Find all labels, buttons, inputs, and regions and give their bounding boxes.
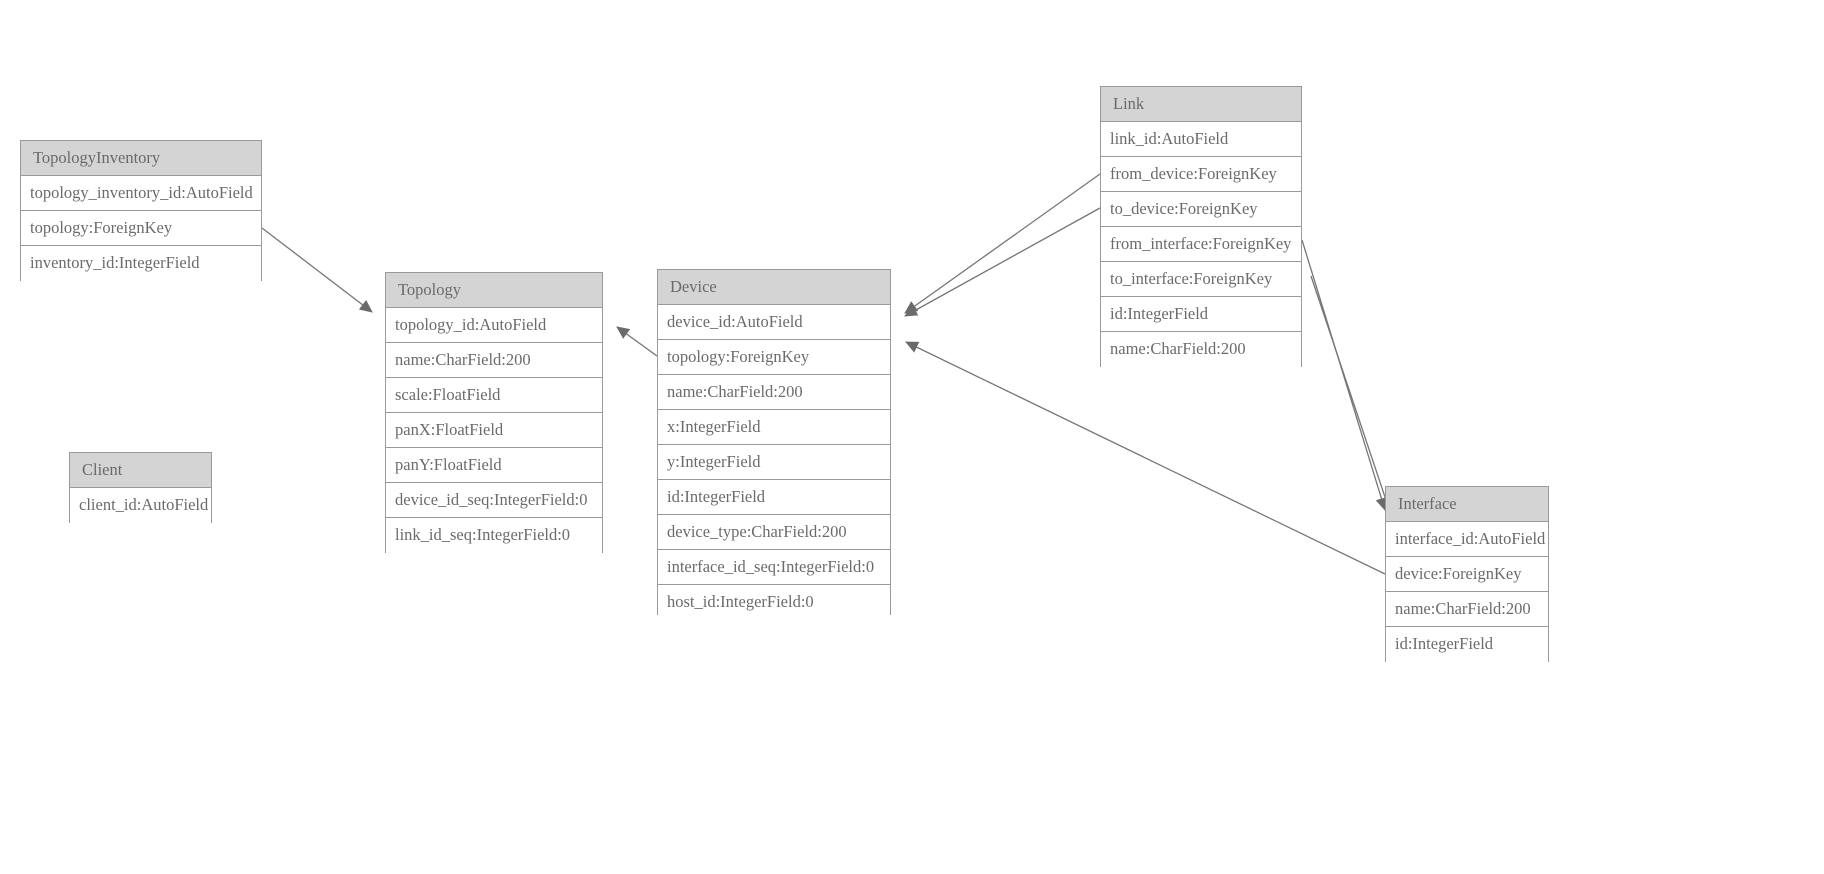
entity-title-topology-inventory: TopologyInventory (21, 141, 261, 176)
entity-field: device_id:AutoField (658, 305, 890, 340)
entity-field: id:IntegerField (658, 480, 890, 515)
entity-field: y:IntegerField (658, 445, 890, 480)
entity-field: topology:ForeignKey (658, 340, 890, 375)
entity-field: topology_id:AutoField (386, 308, 602, 343)
entity-field: scale:FloatField (386, 378, 602, 413)
entity-title-device: Device (658, 270, 890, 305)
entity-field: link_id:AutoField (1101, 122, 1301, 157)
entity-field: id:IntegerField (1386, 627, 1548, 662)
entity-field: interface_id_seq:IntegerField:0 (658, 550, 890, 585)
edge-link-to-device (904, 207, 1101, 317)
entity-title-interface: Interface (1386, 487, 1548, 522)
entity-field: link_id_seq:IntegerField:0 (386, 518, 602, 553)
entity-field: name:CharField:200 (1101, 332, 1301, 367)
edge-link-from-interface (1301, 239, 1388, 511)
edge-link-from-device (904, 173, 1101, 314)
entity-field: x:IntegerField (658, 410, 890, 445)
entity-field: name:CharField:200 (1386, 592, 1548, 627)
entity-field: name:CharField:200 (386, 343, 602, 378)
entity-field: id:IntegerField (1101, 297, 1301, 332)
entity-field: device:ForeignKey (1386, 557, 1548, 592)
entity-title-link: Link (1101, 87, 1301, 122)
entity-field: from_interface:ForeignKey (1101, 227, 1301, 262)
entity-field: device_type:CharField:200 (658, 515, 890, 550)
entity-field: client_id:AutoField (70, 488, 211, 523)
entity-field: to_interface:ForeignKey (1101, 262, 1301, 297)
entity-field: topology:ForeignKey (21, 211, 261, 246)
edge-topologyinventory-topology (261, 227, 373, 313)
entity-field: panY:FloatField (386, 448, 602, 483)
entity-field: name:CharField:200 (658, 375, 890, 410)
entity-field: host_id:IntegerField:0 (658, 585, 890, 620)
edge-device-topology (616, 326, 658, 357)
entity-title-topology: Topology (386, 273, 602, 308)
entity-field: from_device:ForeignKey (1101, 157, 1301, 192)
entity-field: device_id_seq:IntegerField:0 (386, 483, 602, 518)
entity-title-client: Client (70, 453, 211, 488)
entity-field: inventory_id:IntegerField (21, 246, 261, 281)
entity-field: interface_id:AutoField (1386, 522, 1548, 557)
edge-link-to-interface (1310, 275, 1392, 513)
entity-field: panX:FloatField (386, 413, 602, 448)
entity-field: to_device:ForeignKey (1101, 192, 1301, 227)
entity-field: topology_inventory_id:AutoField (21, 176, 261, 211)
edge-interface-device (905, 341, 1386, 575)
